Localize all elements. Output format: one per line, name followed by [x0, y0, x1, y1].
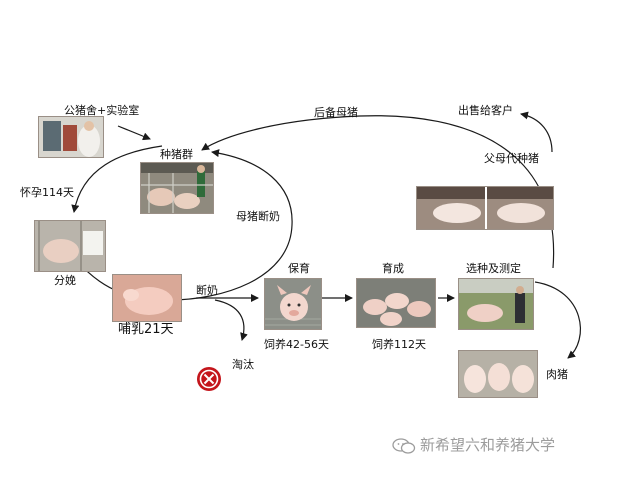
nursery-photo [264, 278, 322, 330]
cull-arrow [214, 299, 248, 341]
sow-weaning-arrow [169, 149, 293, 301]
cull-label: 淘汰 [232, 358, 254, 371]
breeding-herd-photo [140, 162, 214, 214]
boar-lab-photo [38, 116, 104, 158]
gestation-arrow [71, 145, 163, 213]
watermark-text: 新希望六和养猪大学 [420, 436, 556, 454]
sow-weaning-label: 母猪断奶 [236, 210, 280, 223]
parent-stock-label: 父母代种猪 [484, 152, 539, 165]
selection-photo [458, 278, 534, 330]
finishing-photo [356, 278, 436, 328]
finishing-feed-label: 饲养112天 [372, 338, 426, 351]
market-pigs-photo [458, 350, 538, 398]
farrowing-photo [34, 220, 106, 272]
market-pigs-label: 肉猪 [546, 368, 568, 381]
lactation-photo [112, 274, 182, 322]
cull-icon [196, 366, 222, 392]
market-arrow [534, 281, 581, 359]
nursery-feed-label: 饲养42-56天 [264, 338, 329, 351]
boar-lab-label: 公猪舍+实验室 [64, 104, 140, 117]
selection-label: 选种及测定 [466, 262, 521, 275]
finishing-label: 育成 [382, 262, 404, 275]
lab-to-herd-arrow [117, 125, 151, 141]
sell-to-customers-label: 出售给客户 [458, 104, 513, 117]
weaning-label: 断奶 [196, 284, 218, 297]
nursery-label: 保育 [288, 262, 310, 275]
gestation-label: 怀孕114天 [20, 186, 74, 199]
farrowing-label: 分娩 [54, 274, 76, 287]
parent-stock-photo [416, 186, 554, 230]
replacement-gilts-label: 后备母猪 [314, 106, 358, 119]
sell-arrow [520, 111, 553, 153]
lactation-label: 哺乳21天 [118, 322, 174, 337]
wechat-icon [392, 437, 416, 454]
breeding-herd-label: 种猪群 [160, 148, 193, 161]
watermark: 新希望六和养猪大学 [392, 436, 555, 454]
